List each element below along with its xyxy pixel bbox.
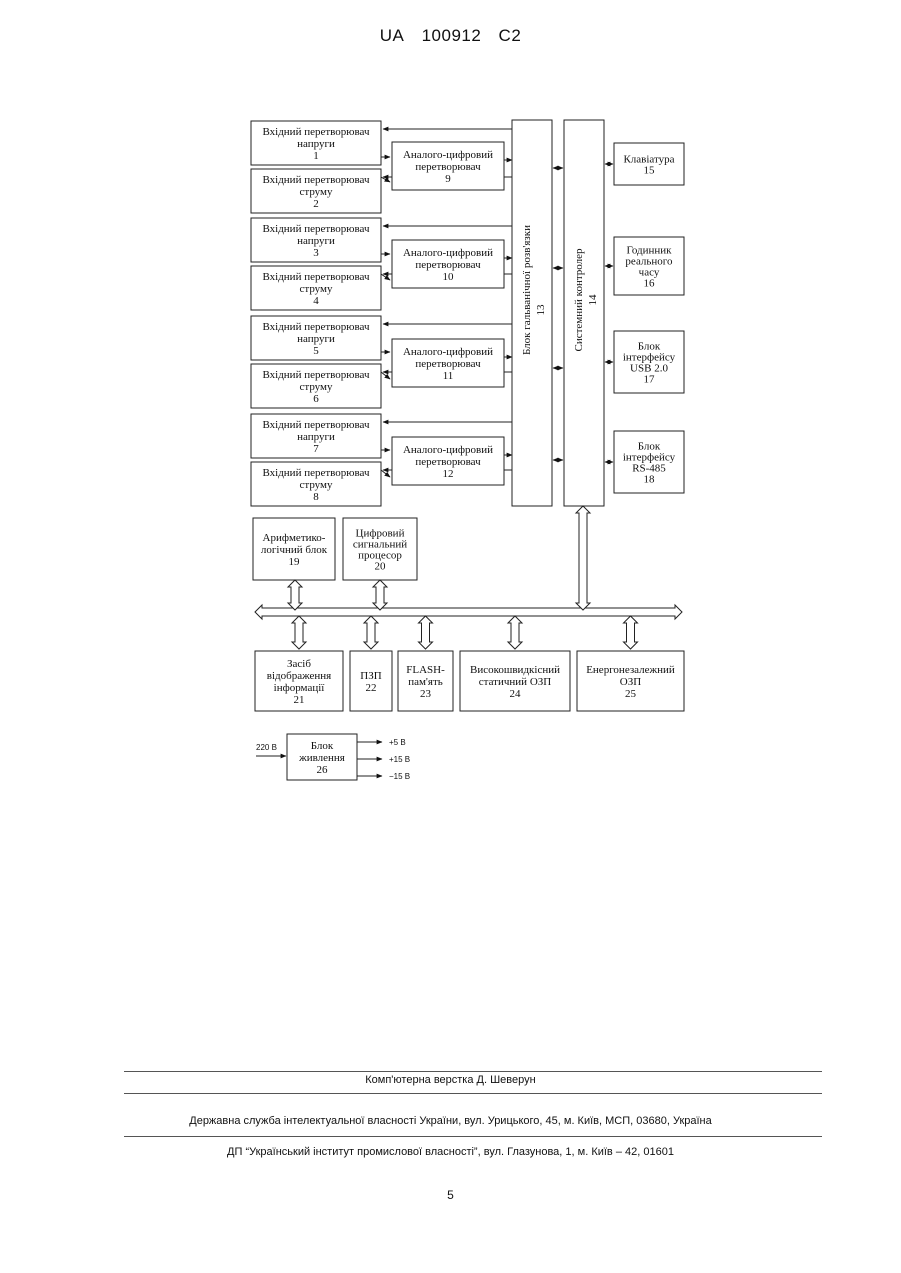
input-converter-6-label-line-3: 6 (313, 393, 319, 405)
footer-institute: ДП “Український інститут промислової вла… (0, 1146, 901, 1158)
input-converter-1-label-line-1: Вхідний перетворювач (262, 126, 370, 138)
input-converter-3-label-line-3: 3 (313, 247, 319, 259)
adc-10-label-line-3: 10 (443, 271, 455, 283)
dsp-20-label-line-4: 20 (375, 561, 387, 573)
controller-bus-link (576, 506, 590, 610)
footer-rule-bottom (124, 1136, 822, 1137)
converter-to-adc-arrow-4 (381, 274, 390, 280)
converter-to-adc-arrow-2 (381, 177, 390, 182)
system-bus (255, 605, 682, 619)
input-converter-6-label-line-2: струму (300, 381, 333, 393)
footer-office: Державна служба інтелектуальної власност… (0, 1115, 901, 1127)
peripheral-15-label-line-2: 15 (644, 165, 656, 177)
input-converter-3-label-line-2: напруги (297, 235, 335, 247)
bus-device-24-label-line-1: Високошвидкісний (470, 664, 560, 676)
bus-device-22-label-line-1: ПЗП (360, 670, 381, 682)
alu-19-label-line-1: Арифметико- (263, 532, 326, 544)
bus-device-25-label-line-2: ОЗП (620, 676, 641, 688)
adc-11-label-line-2: перетворювач (415, 358, 481, 370)
bus-device-21-label-line-1: Засіб (287, 658, 311, 670)
adc-11-label-line-1: Аналого-цифровий (403, 346, 493, 358)
bus-device-22-label-line-2: 22 (366, 682, 377, 694)
adc-9-label-line-1: Аналого-цифровий (403, 149, 493, 161)
footer-rule-middle (124, 1093, 822, 1094)
input-converter-3-label-line-1: Вхідний перетворювач (262, 223, 370, 235)
power-output-label-3: −15 В (389, 772, 410, 781)
bus-device-25-label-line-3: 25 (625, 688, 637, 700)
bus-device-21-label-line-2: відображення (267, 670, 332, 682)
input-converter-7-label-line-3: 7 (313, 443, 319, 455)
alu-19-label-line-3: 19 (289, 556, 301, 568)
footer-rule-top (124, 1071, 822, 1072)
input-converter-7-label-line-1: Вхідний перетворювач (262, 419, 370, 431)
adc-12-label-line-1: Аналого-цифровий (403, 444, 493, 456)
input-converter-1-label-line-2: напруги (297, 138, 335, 150)
bus-device-24-label-line-3: 24 (510, 688, 522, 700)
bus-device-23-label-line-2: пам'ять (408, 676, 443, 688)
isolation-block-number: 13 (535, 304, 547, 316)
input-converter-5-label-line-3: 5 (313, 345, 319, 357)
power-block-26-label-line-2: живлення (298, 752, 345, 764)
bus-device-link-25 (624, 616, 638, 649)
power-output-label-1: +5 В (389, 738, 406, 747)
input-converter-5-label-line-1: Вхідний перетворювач (262, 321, 370, 333)
input-converter-8-label-line-3: 8 (313, 491, 319, 503)
adc-12-label-line-2: перетворювач (415, 456, 481, 468)
adc-10-label-line-1: Аналого-цифровий (403, 247, 493, 259)
peripheral-16-label-line-4: 16 (644, 278, 656, 290)
input-converter-5-label-line-2: напруги (297, 333, 335, 345)
system-controller-number: 14 (587, 294, 599, 306)
power-block-26-label-line-3: 26 (317, 764, 329, 776)
bus-device-23-label-line-3: 23 (420, 688, 432, 700)
bus-device-21-label-line-4: 21 (294, 694, 305, 706)
power-input-label: 220 В (256, 743, 277, 752)
bus-device-24-label-line-2: статичний ОЗП (479, 676, 552, 688)
power-output-label-2: +15 В (389, 755, 410, 764)
dsp-bus-link (373, 580, 387, 610)
converter-to-adc-arrow-8 (381, 470, 390, 477)
peripheral-17-label-line-4: 17 (644, 374, 656, 386)
adc-9-label-line-2: перетворювач (415, 161, 481, 173)
input-converter-4-label-line-2: струму (300, 283, 333, 295)
isolation-block-label: Блок гальванічної розв'язки (521, 225, 533, 355)
bus-device-21-label-line-3: інформації (274, 682, 326, 694)
bus-device-25-label-line-1: Енергонезалежний (586, 664, 675, 676)
adc-9-label-line-3: 9 (445, 173, 451, 185)
input-converter-2-label-line-2: струму (300, 186, 333, 198)
footer-layout: Комп'ютерна верстка Д. Шеверун (0, 1074, 901, 1086)
adc-11-label-line-3: 11 (443, 370, 454, 382)
input-converter-8-label-line-1: Вхідний перетворювач (262, 467, 370, 479)
block-diagram: Вхідний перетворювачнапруги1Вхідний пере… (0, 0, 901, 820)
converter-to-adc-arrow-6 (381, 372, 390, 379)
alu-bus-link (288, 580, 302, 610)
power-block-26-label-line-1: Блок (311, 740, 334, 752)
adc-12-label-line-3: 12 (443, 468, 454, 480)
input-converter-4-label-line-3: 4 (313, 295, 319, 307)
peripheral-18-label-line-4: 18 (644, 474, 656, 486)
input-converter-2-label-line-3: 2 (313, 198, 319, 210)
input-converter-8-label-line-2: струму (300, 479, 333, 491)
input-converter-4-label-line-1: Вхідний перетворювач (262, 271, 370, 283)
input-converter-1-label-line-3: 1 (313, 150, 319, 162)
input-converter-2-label-line-1: Вхідний перетворювач (262, 174, 370, 186)
input-converter-6-label-line-1: Вхідний перетворювач (262, 369, 370, 381)
page-number: 5 (0, 1188, 901, 1202)
bus-device-link-24 (508, 616, 522, 649)
input-converter-7-label-line-2: напруги (297, 431, 335, 443)
bus-device-link-21 (292, 616, 306, 649)
bus-device-23-label-line-1: FLASH- (406, 664, 445, 676)
system-controller-label: Системний контролер (573, 248, 585, 352)
alu-19-label-line-2: логічний блок (261, 544, 328, 556)
bus-device-link-22 (364, 616, 378, 649)
adc-10-label-line-2: перетворювач (415, 259, 481, 271)
bus-device-link-23 (419, 616, 433, 649)
